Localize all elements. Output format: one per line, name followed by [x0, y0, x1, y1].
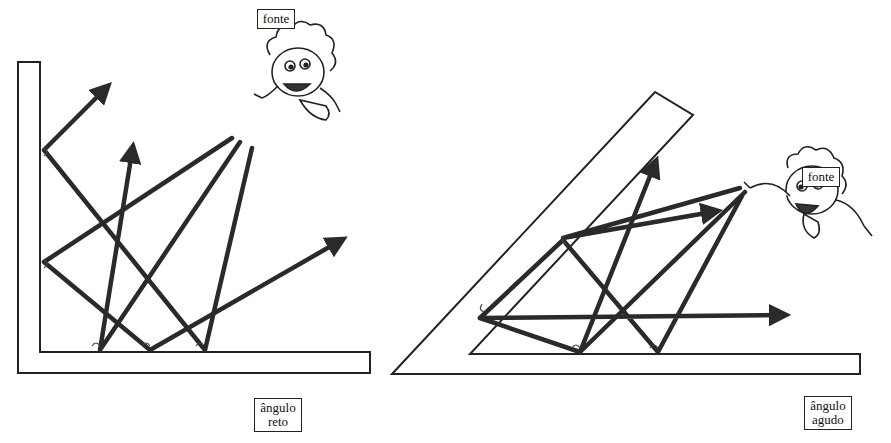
source-person	[254, 21, 340, 120]
label-text: ângulo agudo	[810, 399, 845, 428]
label-box: fonte	[257, 9, 296, 29]
label-text: fonte	[263, 12, 290, 26]
label-box: ângulo agudo	[804, 396, 851, 431]
label-box: fonte	[802, 167, 841, 187]
wall-acute-angle	[392, 92, 860, 374]
sound-ray	[480, 196, 780, 352]
source-person	[744, 147, 872, 238]
label-text: fonte	[808, 170, 835, 184]
sound-ray	[563, 188, 740, 238]
reflection-mark	[44, 148, 204, 346]
reflection-mark	[480, 236, 658, 348]
sound-ray	[580, 166, 745, 352]
sound-ray	[44, 138, 338, 350]
sound-ray	[480, 318, 580, 352]
label-text: ângulo reto	[260, 401, 295, 430]
label-box: ângulo reto	[254, 398, 301, 433]
sound-ray	[44, 90, 252, 350]
wall-right-angle	[18, 62, 370, 373]
